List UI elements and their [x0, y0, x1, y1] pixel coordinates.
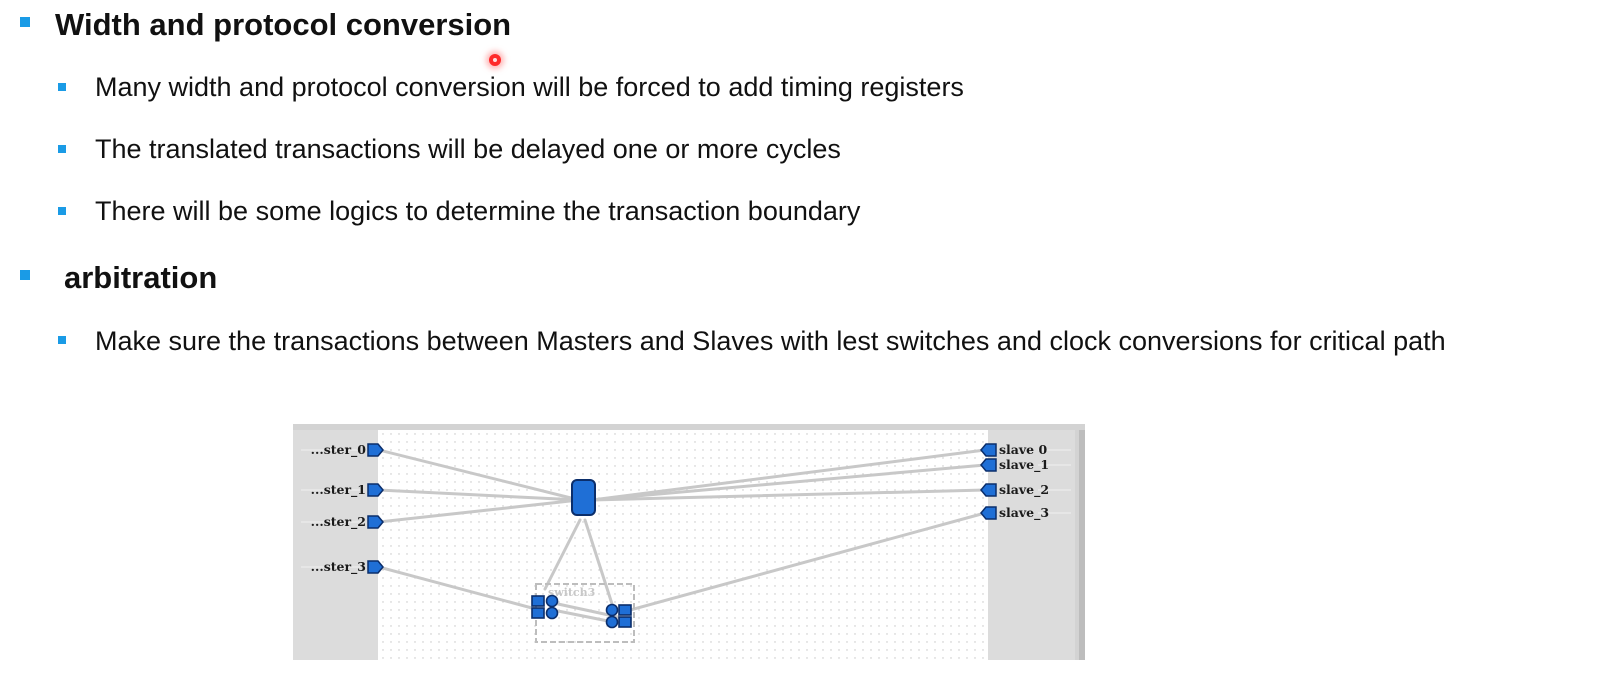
slave-label-0: slave 0 [999, 442, 1047, 457]
slave-port-2[interactable] [980, 483, 997, 497]
diagram-scrollbar[interactable] [1079, 430, 1085, 660]
item-2-bullet [58, 145, 66, 153]
item-1-bullet [58, 83, 66, 91]
switch-node-a[interactable] [531, 594, 559, 620]
master-port-0[interactable] [367, 443, 384, 457]
panel-stub-lines [301, 449, 1071, 568]
item-4-text: Make sure the transactions between Maste… [95, 326, 1446, 356]
master-label-0: ...ster_0 [311, 442, 367, 458]
section-1-heading: Width and protocol conversion [55, 7, 512, 42]
crossbar-node[interactable] [571, 479, 596, 516]
master-port-3[interactable] [367, 560, 384, 574]
item-1-text: Many width and protocol conversion will … [95, 72, 964, 102]
master-label-3: ...ster_3 [311, 559, 366, 575]
master-port-1[interactable] [367, 483, 384, 497]
slave-label-1: slave_1 [999, 457, 1049, 473]
master-port-2[interactable] [367, 515, 384, 529]
master-label-1: ...ster_1 [311, 482, 366, 498]
master-ports [367, 443, 384, 574]
section-2-heading: arbitration [64, 260, 218, 295]
item-4-bullet [58, 336, 66, 344]
slave-port-1[interactable] [980, 458, 997, 472]
item-2-text: The translated transactions will be dela… [95, 134, 841, 164]
item-3-bullet [58, 207, 66, 215]
item-3-text: There will be some logics to determine t… [95, 196, 861, 226]
slave-port-0[interactable] [980, 443, 997, 457]
laser-pointer-dot [489, 54, 501, 66]
canvas-grid [378, 430, 988, 660]
switch3-label: switch3 [548, 586, 595, 599]
switch-node-b[interactable] [605, 603, 632, 629]
interconnect-diagram: switch3 ...ster_0 ...ster_1 ...ster_2 ..… [293, 424, 1085, 660]
slave-label-3: slave_3 [999, 505, 1049, 521]
slave-ports [980, 443, 997, 520]
slave-port-3[interactable] [980, 506, 997, 520]
section-1-bullet [20, 17, 30, 27]
master-label-2: ...ster_2 [311, 514, 366, 530]
slave-label-2: slave_2 [999, 482, 1049, 498]
master-panel [293, 430, 378, 660]
slave-panel [988, 430, 1075, 660]
section-2-bullet [20, 270, 30, 280]
connection-lines [377, 448, 987, 625]
